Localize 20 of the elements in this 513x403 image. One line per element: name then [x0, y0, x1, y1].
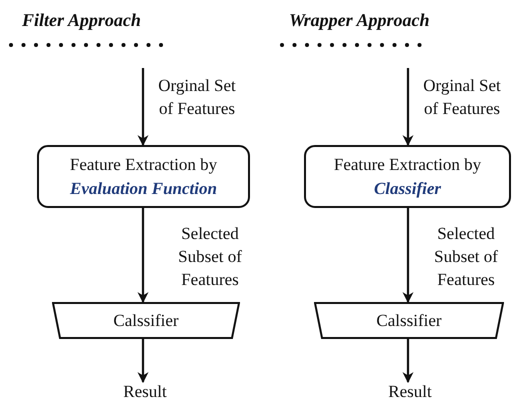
result-text: Result	[370, 382, 450, 402]
node-text: Calssifier	[376, 310, 442, 330]
arrow	[138, 208, 148, 304]
arrow	[402, 339, 414, 384]
process-box	[304, 145, 511, 208]
arrow	[138, 68, 148, 146]
arrow	[138, 339, 148, 384]
arrow	[402, 208, 414, 304]
section-heading: Wrapper Approach	[289, 10, 430, 31]
process-box	[37, 145, 250, 208]
arrow	[402, 68, 414, 146]
section-heading: Filter Approach	[22, 10, 141, 31]
process-trapezoid	[52, 302, 240, 339]
process-trapezoid	[314, 302, 504, 339]
emphasis-text: Evaluation Function	[70, 178, 217, 200]
result-text: Result	[105, 382, 185, 402]
node-text: Feature Extraction by	[70, 154, 218, 176]
node-text: Calssifier	[113, 310, 179, 330]
emphasis-text: Classifier	[374, 178, 442, 200]
node-text: Feature Extraction by	[334, 154, 482, 176]
